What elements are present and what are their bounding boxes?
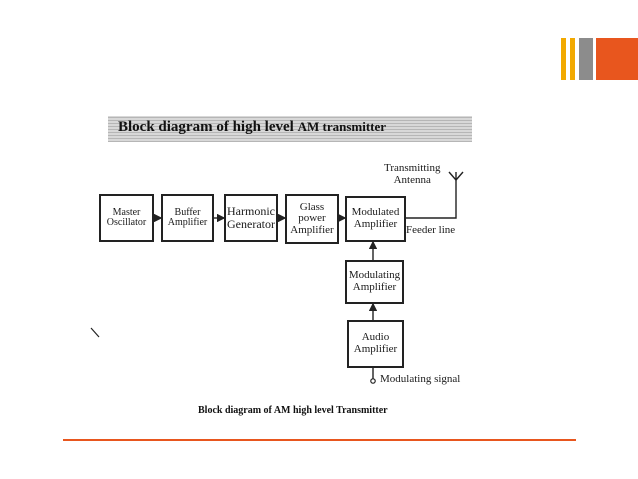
label-feeder-line: Feeder line xyxy=(406,224,456,236)
accent-bar-yellow-2 xyxy=(570,38,575,80)
block-class-c-power-amplifier: Glass power Amplifier xyxy=(285,194,339,244)
block-buffer-amplifier: Buffer Amplifier xyxy=(161,194,214,242)
diagram-title: Block diagram of high level AM transmitt… xyxy=(118,119,386,136)
signal-input-terminal xyxy=(370,378,376,384)
feeder-line xyxy=(406,178,457,219)
diagram-caption: Block diagram of AM high level Transmitt… xyxy=(198,405,388,416)
block-modulating-amplifier: Modulating Amplifier xyxy=(345,260,404,304)
block-harmonic-generator: Harmonic Generator xyxy=(224,194,278,242)
block-master-oscillator: Master Oscillator xyxy=(99,194,154,242)
accent-bar-yellow-1 xyxy=(561,38,566,80)
accent-bar-gray xyxy=(579,38,593,80)
label-transmitting-antenna: Transmitting Antenna xyxy=(384,162,441,187)
stray-mark xyxy=(90,327,100,338)
accent-bar-orange xyxy=(596,38,638,80)
diagram-title-tail: AM transmitter xyxy=(297,119,387,134)
diagram-title-band xyxy=(108,116,472,142)
label-modulating-signal: Modulating signal xyxy=(380,373,461,385)
block-audio-amplifier: Audio Amplifier xyxy=(347,320,404,368)
block-modulated-amplifier: Modulated Amplifier xyxy=(345,196,406,242)
diagram-title-main: Block diagram of high level xyxy=(118,119,294,135)
bottom-divider xyxy=(63,439,576,441)
